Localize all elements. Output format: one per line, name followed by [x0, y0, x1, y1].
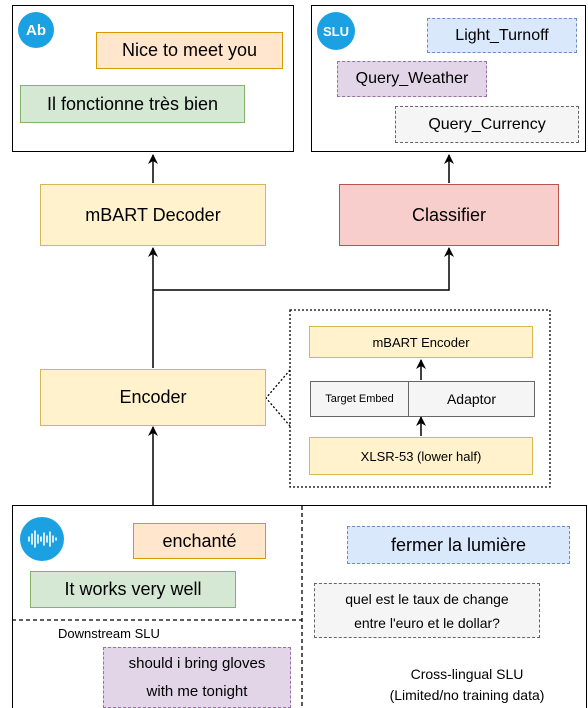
output-item-nice-to-meet-you: Nice to meet you — [96, 32, 283, 69]
mbart-decoder-box: mBART Decoder — [40, 184, 266, 246]
mbart-encoder-box: mBART Encoder — [309, 326, 533, 358]
encoder-callout — [265, 369, 291, 427]
output-item-il-fonctionne: Il fonctionne très bien — [20, 85, 245, 123]
encoder-box: Encoder — [40, 369, 266, 426]
intent-light-turnoff: Light_Turnoff — [427, 18, 577, 53]
input-item-it-works: It works very well — [30, 571, 236, 608]
taux-line-2: entre l'euro et le dollar? — [354, 614, 500, 631]
cross-lingual-caption: Cross-lingual SLU (Limited/no training d… — [350, 664, 584, 706]
target-embed-box: Target Embed — [310, 381, 409, 417]
input-item-taux-de-change: quel est le taux de change entre l'euro … — [314, 583, 540, 638]
intent-query-weather: Query_Weather — [337, 61, 487, 97]
slu-badge-icon: SLU — [317, 12, 355, 50]
arrow-branch-to-classifier — [153, 247, 454, 291]
audio-waveform-glyph — [28, 530, 57, 548]
audio-waveform-icon — [20, 517, 64, 561]
gloves-line-2: with me tonight — [146, 682, 248, 700]
translation-badge-icon: Ab — [18, 12, 54, 48]
taux-line-1: quel est le taux de change — [345, 590, 509, 607]
classifier-box: Classifier — [339, 184, 559, 246]
adaptor-box: Adaptor — [408, 381, 535, 417]
xlsr-box: XLSR-53 (lower half) — [309, 437, 533, 475]
input-item-gloves: should i bring gloves with me tonight — [103, 647, 291, 708]
input-panel — [12, 505, 587, 708]
input-item-fermer-la-lumiere: fermer la lumière — [347, 526, 570, 564]
encoder-detail-group — [289, 309, 551, 488]
translation-output-panel — [12, 5, 294, 152]
cross-lingual-line-1: Cross-lingual SLU — [410, 666, 524, 682]
input-item-enchante: enchanté — [133, 523, 266, 559]
cross-lingual-line-2: (Limited/no training data) — [389, 687, 545, 703]
gloves-line-1: should i bring gloves — [128, 654, 266, 672]
downstream-slu-label: Downstream SLU — [58, 626, 160, 641]
intent-query-currency: Query_Currency — [395, 106, 579, 143]
